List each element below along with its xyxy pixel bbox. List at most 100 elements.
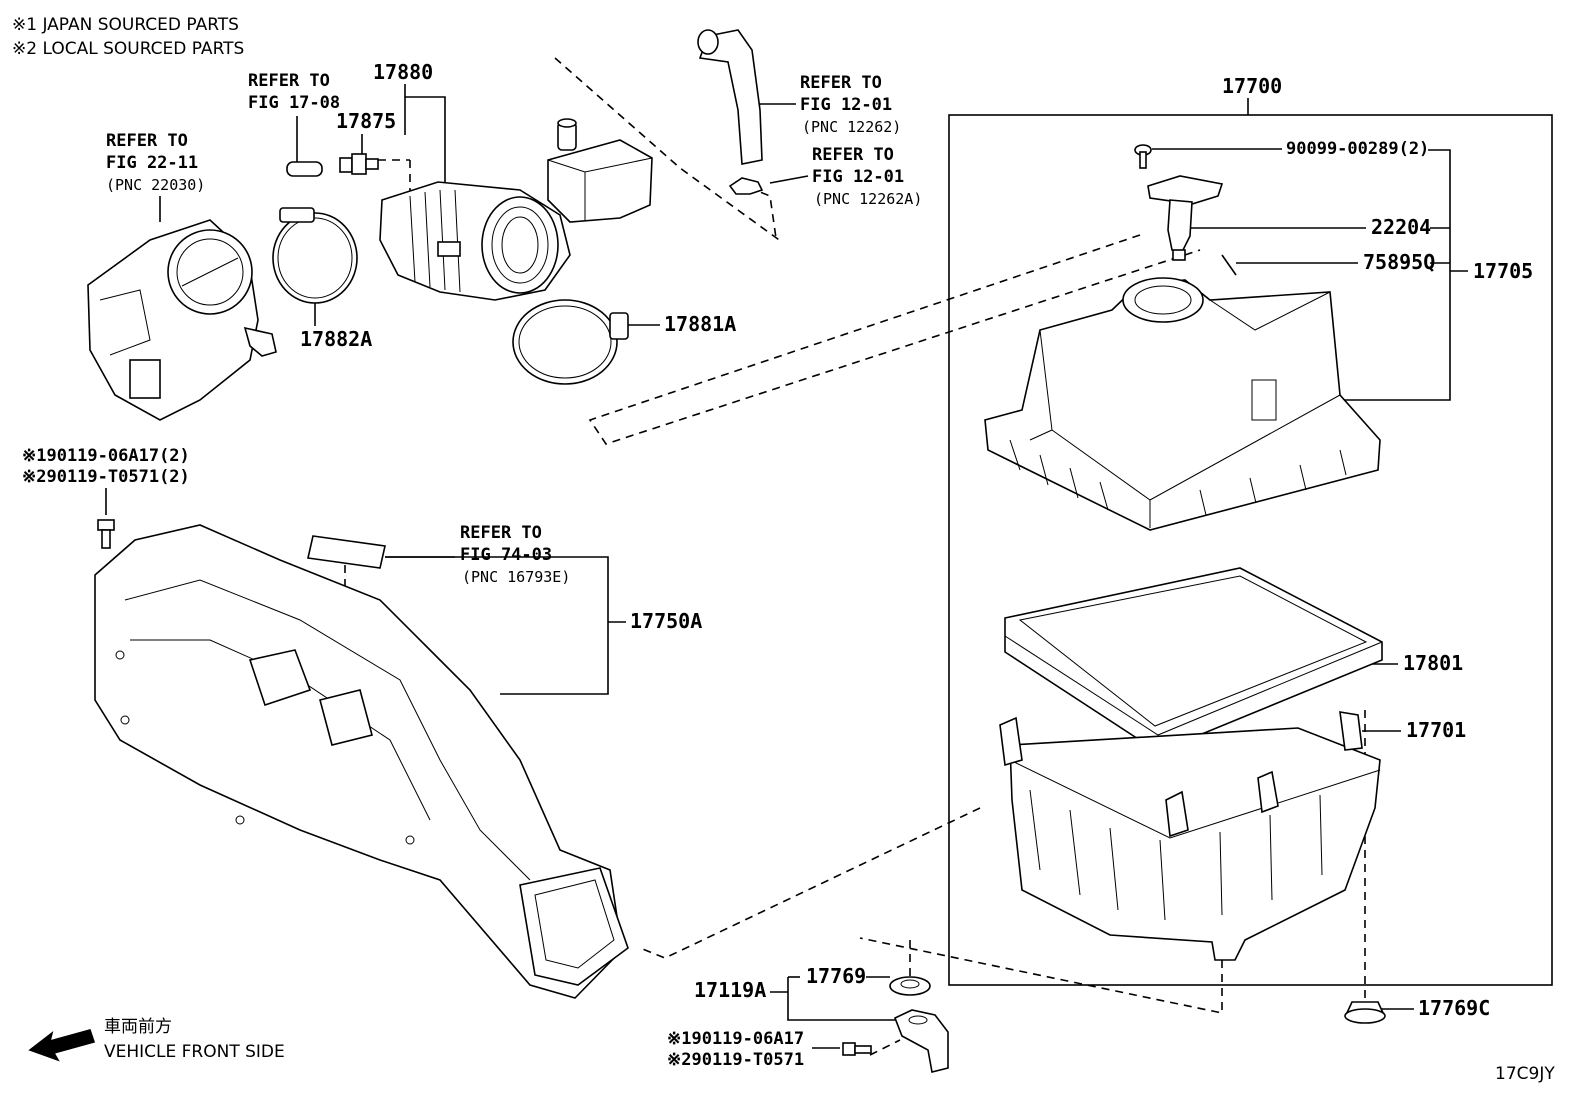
bolt-shank: [854, 1045, 872, 1054]
throttle-body-illustration: [87, 219, 277, 421]
part-label-17701[interactable]: 17701: [1406, 718, 1466, 742]
clamp-screw: [279, 207, 315, 223]
dash-line: [859, 937, 1223, 1014]
part-label-bolt-japan-bottom[interactable]: ※190119-06A17: [667, 1029, 804, 1049]
duct-cutout-2: [319, 689, 373, 746]
part-label-75895q[interactable]: 75895Q: [1363, 250, 1435, 274]
part-label-17880[interactable]: 17880: [373, 60, 433, 84]
refer-fig-12-01-b[interactable]: REFER TO FIG 12-01 (PNC 12262A): [812, 145, 922, 208]
upper-case-contour: [1029, 291, 1331, 528]
resonator-body: [547, 139, 653, 223]
duct-outlet-inner: [534, 879, 615, 969]
bracket-17705: [1340, 149, 1451, 401]
clamp-band-inner: [277, 217, 353, 299]
refer-fig-22-11[interactable]: REFER TO FIG 22-11 (PNC 22030): [106, 131, 205, 194]
refer-fig-12-01-a[interactable]: REFER TO FIG 12-01 (PNC 12262): [800, 73, 901, 136]
part-label-17769[interactable]: 17769: [806, 964, 866, 988]
intake-hose-17880-illustration: [379, 181, 571, 301]
part-label-90099[interactable]: 90099-00289(2): [1286, 139, 1429, 159]
upper-case-inlet-inner: [1134, 285, 1192, 315]
upper-case-ribs: [1009, 439, 1347, 516]
label-plate-16793e: [307, 535, 386, 569]
filter-element-17801-illustration: [1004, 567, 1383, 753]
dash-line: [639, 807, 981, 959]
resonator-illustration: [547, 118, 653, 223]
lower-case-clip-right: [1339, 711, 1363, 751]
refer-fig: FIG 22-11: [106, 153, 198, 173]
part-label-17881a[interactable]: 17881A: [664, 312, 736, 336]
clamp-17882a-illustration: [272, 207, 358, 304]
lower-case-clip-left: [999, 716, 1023, 767]
part-label-bolt-local-bottom[interactable]: ※290119-T0571: [667, 1050, 804, 1070]
grommet-c-base: [1344, 1008, 1386, 1024]
clamp-screw: [609, 312, 629, 340]
airflow-meter-22204-illustration: [1147, 175, 1224, 261]
lower-case-rim: [1009, 759, 1381, 839]
refer-fig-74-03[interactable]: REFER TO FIG 74-03 (PNC 16793E): [460, 523, 570, 586]
sensor-tip: [1172, 249, 1186, 261]
inlet-duct-17750a-illustration: [94, 524, 629, 999]
screw-shank: [1139, 151, 1147, 169]
clamp-band-outer: [272, 212, 358, 304]
refer-text: REFER TO: [106, 131, 188, 151]
part-label-22204[interactable]: 22204: [1371, 215, 1431, 239]
refer-pnc: (PNC 12262A): [814, 190, 922, 208]
duct-outlet: [519, 867, 629, 986]
grommet-hole: [900, 979, 920, 989]
connector: [129, 359, 161, 399]
refer-fig: FIG 12-01: [800, 95, 892, 115]
throttle-plate: [176, 238, 244, 306]
upper-case-edge: [1039, 329, 1341, 501]
part-label-bolt-local[interactable]: ※290119-T0571(2): [22, 467, 190, 487]
fitting-tip: [365, 158, 379, 170]
refer-pnc: (PNC 12262): [802, 118, 901, 136]
lower-case-clip-front: [1165, 790, 1189, 838]
hose-illustration: [286, 161, 323, 177]
part-label-17875[interactable]: 17875: [336, 109, 396, 133]
refer-fig-17-08[interactable]: REFER TO FIG 17-08: [248, 71, 340, 113]
assembly-frame-17700: [948, 114, 1553, 986]
screw-90099-illustration: [1134, 144, 1152, 169]
arrow-icon: [28, 1029, 96, 1062]
part-label-17750a[interactable]: 17750A: [630, 609, 702, 633]
refer-text: REFER TO: [800, 73, 882, 93]
breather-hose-end: [697, 29, 719, 55]
filter-media: [1018, 575, 1368, 727]
resonator-edges: [547, 157, 653, 220]
hose-mouth: [481, 196, 559, 294]
duct-hole: [115, 650, 125, 660]
duct-contour-1: [124, 579, 531, 881]
part-label-17705[interactable]: 17705: [1473, 259, 1533, 283]
hose-clip: [728, 177, 764, 195]
lower-case-17701-illustration: [999, 711, 1381, 961]
small-hose: [286, 161, 323, 177]
part-label-17119a[interactable]: 17119A: [694, 978, 766, 1002]
bracket-17750a: [385, 556, 609, 695]
breather-hose: [698, 29, 763, 165]
part-label-17882a[interactable]: 17882A: [300, 327, 372, 351]
throttle-shaft: [181, 257, 239, 287]
clamp-band-outer: [512, 299, 618, 385]
clamp-band-inner: [518, 305, 612, 379]
part-label-17700[interactable]: 17700: [1222, 74, 1282, 98]
dash-line: [588, 234, 1201, 445]
part-label-17769c[interactable]: 17769C: [1418, 996, 1490, 1020]
part-label-17801[interactable]: 17801: [1403, 651, 1463, 675]
bolt-bottom-illustration: [842, 1042, 872, 1056]
part-label-bolt-japan[interactable]: ※190119-06A17(2): [22, 446, 190, 466]
refer-text: REFER TO: [248, 71, 330, 91]
upper-case-inlet: [1122, 277, 1204, 323]
direction-label-jp: 車両前方: [104, 1017, 172, 1037]
figure-code: 17C9JY: [1495, 1064, 1555, 1084]
dash-line: [869, 1039, 901, 1056]
clamp-17881a-illustration: [512, 299, 629, 385]
motor-cover: [99, 289, 151, 356]
refer-fig: FIG 74-03: [460, 545, 552, 565]
bracket-17119a: [787, 977, 895, 1021]
grommet-17769c-illustration: [1344, 1001, 1386, 1024]
vehicle-front-indicator: 車両前方 VEHICLE FRONT SIDE: [28, 1017, 285, 1062]
bolt-shank: [101, 529, 111, 549]
clip-12262a-illustration: [728, 177, 764, 195]
